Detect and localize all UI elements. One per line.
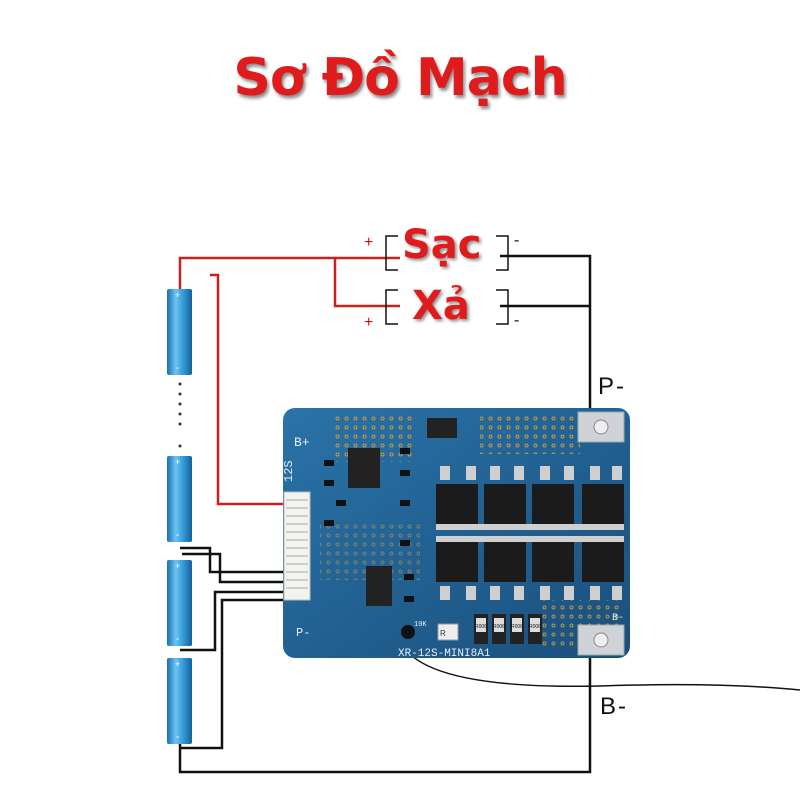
discharge-minus-sign: - bbox=[514, 312, 520, 329]
battery-cell: + - bbox=[167, 289, 192, 375]
discharge-port bbox=[385, 289, 509, 325]
resistor-mark: R006 bbox=[529, 624, 541, 630]
svg-text:+: + bbox=[175, 561, 180, 571]
battery-pack: + - + - + - + - bbox=[167, 289, 192, 744]
cell-plus-mark: + bbox=[175, 290, 180, 300]
mosfet-array bbox=[436, 484, 624, 582]
battery-cell: + - bbox=[167, 658, 192, 744]
board-model-label: XR-12S-MINI8A1 bbox=[398, 648, 491, 660]
svg-text:-: - bbox=[176, 634, 179, 645]
ic-chip bbox=[366, 566, 392, 606]
svg-text:-: - bbox=[176, 732, 179, 743]
discharge-label: Xả bbox=[412, 283, 470, 329]
page-title: Sơ Đồ Mạch bbox=[233, 48, 567, 108]
discharge-plus-sign: + bbox=[364, 314, 374, 331]
b-minus-terminal-label: B- bbox=[600, 693, 628, 720]
resistor-mark: R006 bbox=[475, 624, 487, 630]
battery-cell: + - bbox=[167, 560, 192, 646]
resistor-mark: R006 bbox=[493, 624, 505, 630]
svg-text:-: - bbox=[176, 530, 179, 541]
board-series-label: 12S bbox=[282, 460, 296, 482]
ic-chip bbox=[348, 448, 380, 488]
cell-ellipsis bbox=[178, 382, 182, 448]
board-b-minus-mark: B- bbox=[612, 613, 624, 624]
ntc-sensor bbox=[401, 625, 415, 639]
balance-connector bbox=[283, 491, 311, 601]
charge-plus-sign: + bbox=[364, 234, 374, 251]
resistor-mark: R006 bbox=[511, 624, 523, 630]
svg-text:+: + bbox=[175, 457, 180, 467]
svg-text:+: + bbox=[175, 659, 180, 669]
charge-port bbox=[385, 235, 509, 271]
small-mark: R bbox=[440, 629, 446, 638]
negative-wires bbox=[178, 254, 800, 774]
board-b-plus-label: B+ bbox=[294, 435, 310, 450]
cell-minus-mark: - bbox=[176, 363, 179, 374]
positive-wires bbox=[178, 256, 400, 506]
charge-label: Sạc bbox=[402, 222, 482, 268]
small-mark: 10K bbox=[414, 621, 427, 629]
bms-board: B+ 12S P- B- XR-12S-MINI8A1 R006 R006 R0… bbox=[282, 408, 630, 660]
p-minus-terminal-label: P- bbox=[598, 373, 626, 400]
battery-cell: + - bbox=[167, 456, 192, 542]
board-p-minus-mark: P- bbox=[296, 626, 310, 640]
charge-minus-sign: - bbox=[514, 232, 520, 249]
sense-resistors bbox=[474, 614, 542, 644]
